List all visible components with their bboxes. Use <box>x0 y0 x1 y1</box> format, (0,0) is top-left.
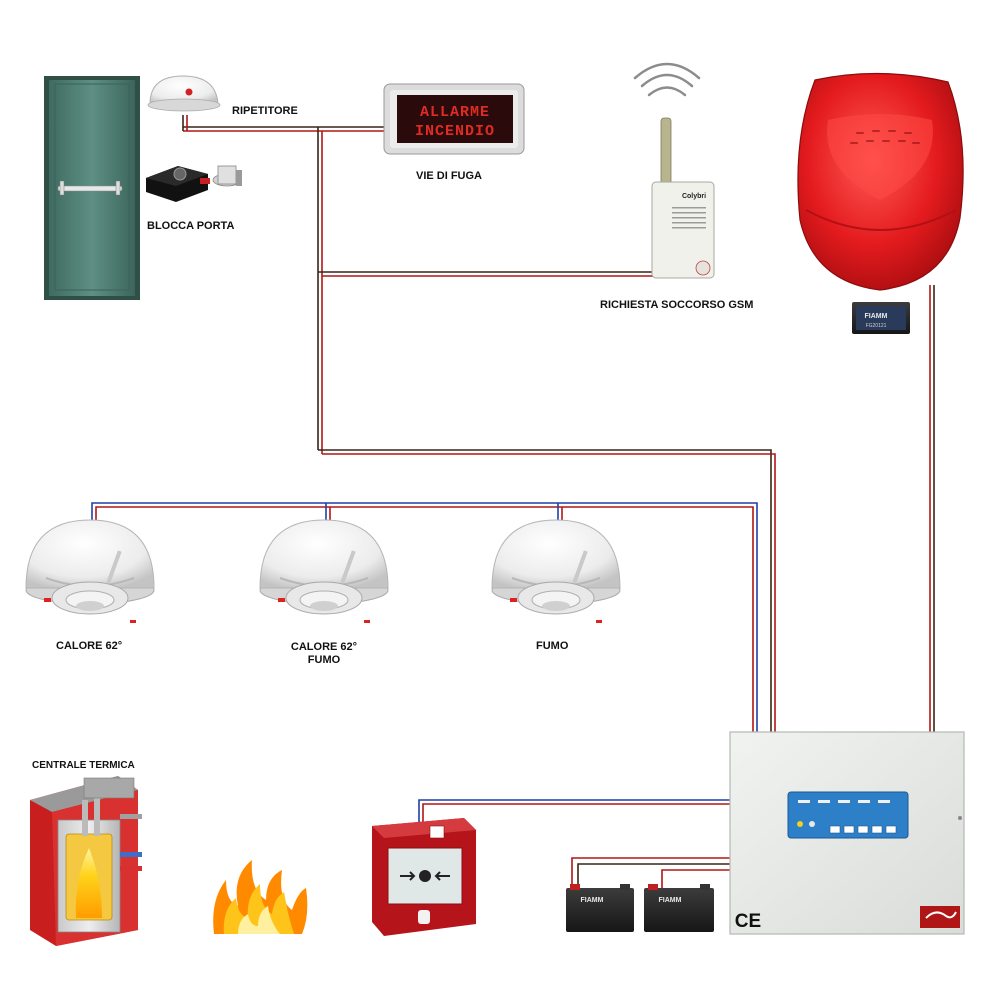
label-vie-di-fuga: VIE DI FUGA <box>416 170 483 182</box>
detector-heat-62-smoke <box>259 519 389 623</box>
fire-control-panel: CE <box>729 731 965 935</box>
battery-2: FIAMM <box>644 884 714 932</box>
label-fumo: FUMO <box>536 640 569 652</box>
sign-text-line2: INCENDIO <box>415 123 495 140</box>
wire-top-bus <box>182 115 776 732</box>
manufacturer-logo <box>920 906 960 928</box>
label-calore-62: CALORE 62° <box>56 640 123 652</box>
wire-siren <box>929 285 935 732</box>
repeater-device <box>147 75 221 112</box>
label-calore-62-fumo-line2: FUMO <box>307 654 341 666</box>
door-holder-magnet <box>146 165 242 202</box>
sign-text-line1: ALLARME <box>420 104 490 121</box>
label-calore-62-fumo-line1: CALORE 62° <box>290 641 358 653</box>
label-blocca-porta: BLOCCA PORTA <box>147 220 235 232</box>
fire-icon <box>213 860 308 934</box>
label-richiesta-soccorso-gsm: RICHIESTA SOCCORSO GSM <box>600 299 754 311</box>
siren-battery-brand: FIAMM <box>865 313 888 320</box>
ce-mark: CE <box>735 911 761 932</box>
manual-call-point <box>372 818 476 936</box>
wire-detector-loop <box>91 502 758 732</box>
label-ripetitore: RIPETITORE <box>232 105 298 117</box>
outdoor-siren <box>797 72 964 291</box>
label-centrale-termica: CENTRALE TERMICA <box>32 760 135 771</box>
wireless-signal-icon <box>633 62 701 97</box>
battery-1-brand: FIAMM <box>581 897 604 904</box>
label-calore-62-fumo: CALORE 62° FUMO <box>286 641 362 667</box>
boiler-cutaway <box>30 776 142 946</box>
battery-2-brand: FIAMM <box>659 897 682 904</box>
wiring <box>91 115 935 888</box>
panic-bar <box>57 180 123 196</box>
escape-route-sign: ALLARME INCENDIO <box>383 83 525 155</box>
detector-smoke <box>491 519 621 623</box>
siren-battery: FIAMM FG20121 <box>852 302 910 334</box>
gsm-dialer: Colybri <box>633 62 715 279</box>
wire-call-point <box>418 799 730 830</box>
siren-battery-model: FG20121 <box>866 323 887 329</box>
battery-1: FIAMM <box>566 884 634 932</box>
gsm-brand-text: Colybri <box>682 193 706 200</box>
detector-heat-62 <box>25 519 155 623</box>
wire-batteries <box>571 857 730 888</box>
fire-door <box>44 76 140 300</box>
